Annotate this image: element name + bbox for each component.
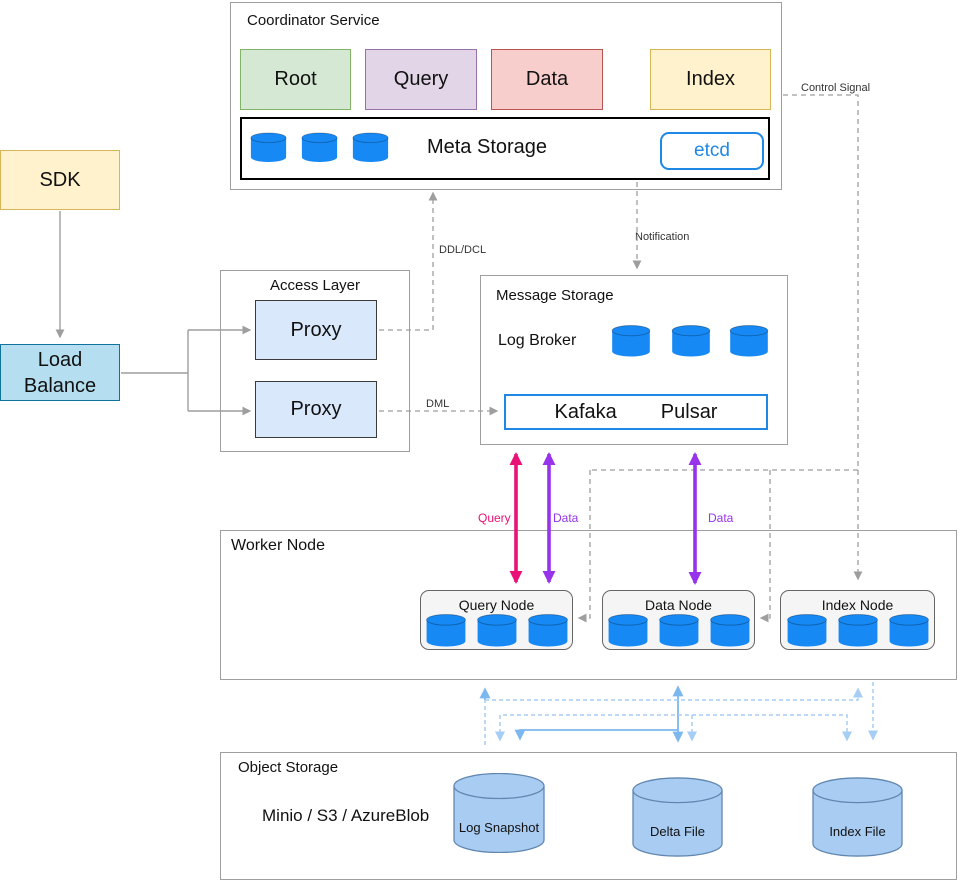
log-broker-engines-box: Kafaka Pulsar [504,394,768,430]
database-icon [476,614,517,647]
worker-node-title: Worker Node [231,537,325,554]
data-flow-label: Data [707,511,735,525]
object-storage-title: Object Storage [238,759,339,776]
database-icon [888,614,929,647]
load-balance-line2: Balance [23,374,97,397]
data-flow-label: Data [552,511,580,525]
proxy-box-2: Proxy [255,381,377,438]
edge-control-signal [783,94,863,581]
notification-edge-label: Notification [633,231,692,243]
meta-storage-label: Meta Storage [426,136,548,158]
ddl-dcl-edge-label: DDL/DCL [437,244,489,256]
database-icon [709,614,750,647]
message-storage-title: Message Storage [496,287,614,304]
data-coord-box: Data [491,49,603,110]
index-file-cylinder: Index File [812,777,903,857]
log-broker-label: Log Broker [498,332,577,349]
log-snapshot-cylinder: Log Snapshot [453,772,545,854]
message-storage-box: Message Storage Log Broker Kafaka Pulsar [480,275,788,445]
database-icon [301,132,338,163]
query-coord-box: Query [365,49,477,110]
sdk-box: SDK [0,150,120,210]
database-icon [786,614,827,647]
control-signal-edge-label: Control Signal [799,82,873,94]
log-snapshot-label: Log Snapshot [458,820,540,835]
database-icon [607,614,648,647]
data-node-box: Data Node [602,590,755,650]
dml-edge-label: DML [424,398,452,410]
data-node-label: Data Node [645,597,712,613]
proxy-box-1: Proxy [255,300,377,360]
cylinder-icon [453,772,545,854]
database-icon [658,614,699,647]
meta-storage-box: Meta Storage etcd [240,117,770,180]
cylinder-icon [812,777,903,857]
index-coord-box: Index [650,49,771,110]
query-node-label: Query Node [458,597,535,613]
database-icon [527,614,568,647]
load-balance-line1: Load [37,348,83,371]
edge-write-paths [495,714,852,742]
load-balance-box: Load Balance [0,344,120,401]
database-icon [837,614,878,647]
kafka-label: Kafaka [554,400,617,423]
database-icon [352,132,389,163]
etcd-box: etcd [660,132,764,170]
database-icon [425,614,466,647]
edge-to-logsnapshot [514,729,678,741]
database-icon [729,325,769,357]
pulsar-label: Pulsar [660,400,718,423]
index-node-label: Index Node [821,597,894,613]
database-icon [671,325,711,357]
database-icon [611,325,651,357]
database-icon [250,132,287,163]
root-coord-box: Root [240,49,351,110]
query-flow-label: Query [477,511,512,525]
coordinator-service-title: Coordinator Service [247,12,380,29]
index-file-label: Index File [829,824,886,839]
access-layer-title: Access Layer [269,277,361,294]
object-storage-subtitle: Minio / S3 / AzureBlob [262,806,430,825]
edge-indexfile-to-worker [485,687,863,701]
cylinder-icon [632,777,723,857]
query-node-box: Query Node [420,590,573,650]
delta-file-label: Delta File [650,824,705,839]
edge-loadbalance-split [121,330,189,411]
delta-file-cylinder: Delta File [632,777,723,857]
index-node-box: Index Node [780,590,935,650]
